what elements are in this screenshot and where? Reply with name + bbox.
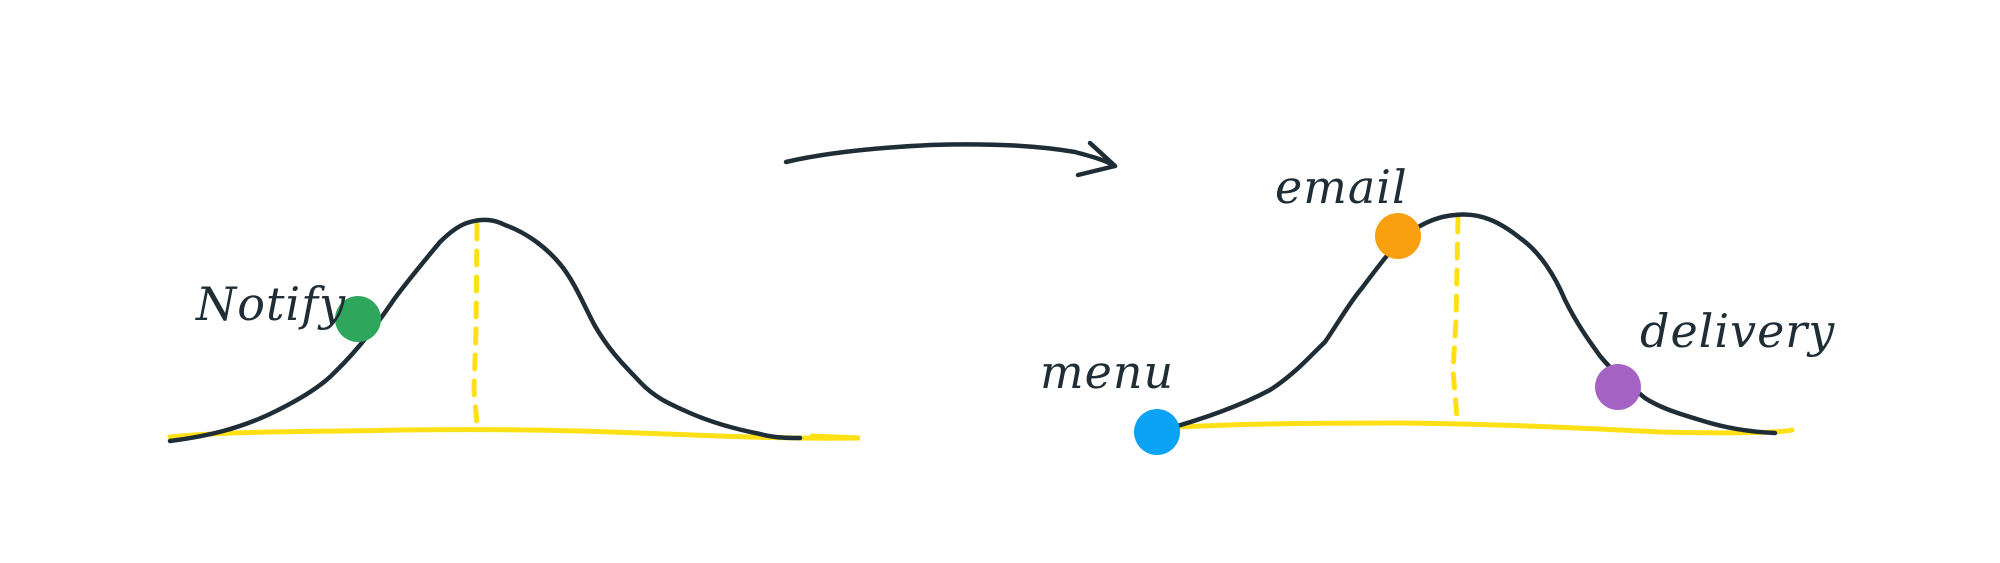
delivery-point <box>1595 364 1641 410</box>
right-distribution: menu email delivery <box>1040 160 1835 455</box>
right-bell-curve <box>1157 212 1778 436</box>
transition-arrow <box>783 140 1118 178</box>
right-baseline <box>1157 420 1795 436</box>
arrowhead <box>1075 140 1118 178</box>
menu-point <box>1134 409 1180 455</box>
delivery-label: delivery <box>1640 304 1835 358</box>
email-point <box>1375 213 1421 259</box>
notify-point <box>335 296 381 342</box>
left-bell-curve <box>167 217 803 444</box>
left-mean-line <box>471 222 480 428</box>
right-mean-line <box>1450 215 1461 421</box>
right-arrow-icon <box>783 142 1118 169</box>
left-baseline <box>167 427 861 441</box>
left-distribution: Notify <box>167 217 861 444</box>
email-label: email <box>1275 160 1408 214</box>
notify-label: Notify <box>195 277 346 331</box>
menu-label: menu <box>1040 345 1174 399</box>
